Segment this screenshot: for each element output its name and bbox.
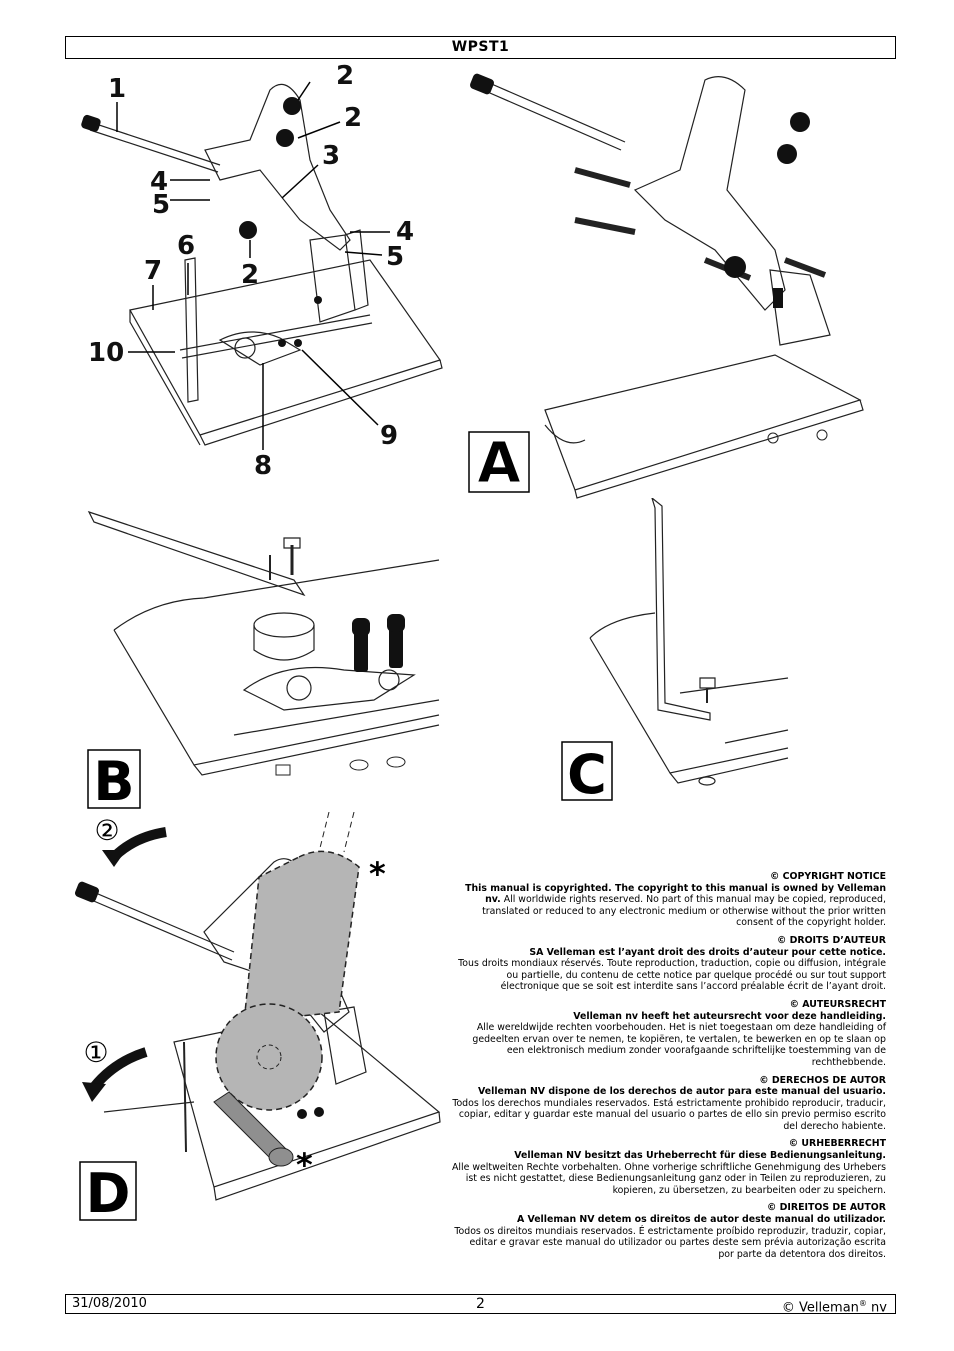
copyright-section-de: © URHEBERRECHT Velleman NV besitzt das U… xyxy=(452,1138,886,1196)
exploded-view-figure: 1 2 2 3 4 5 2 4 5 6 7 10 8 9 xyxy=(81,61,443,480)
part-label-3: 3 xyxy=(322,141,340,171)
part-label-5b: 5 xyxy=(386,242,404,272)
part-label-10: 10 xyxy=(88,338,124,368)
copyright-section-nl: © AUTEURSRECHT Velleman nv heeft het aut… xyxy=(452,999,886,1069)
figure-c-letter: C xyxy=(567,743,607,803)
section-text: Alle weltweiten Rechte vorbehalten. Ohne… xyxy=(452,1161,887,1196)
step-1-marker: ① xyxy=(83,1036,108,1069)
base-plate xyxy=(544,354,862,491)
section-subheading: A Velleman NV detem os direitos de autor… xyxy=(516,1214,886,1226)
figure-a-letter: A xyxy=(477,431,521,496)
copyright-section-en: © COPYRIGHT NOTICE This manual is copyri… xyxy=(452,871,886,929)
part-label-4b: 4 xyxy=(396,217,414,247)
part-label-2c: 2 xyxy=(241,260,259,290)
section-text: Todos los derechos mundiales reservados.… xyxy=(452,1097,886,1132)
section-heading: © DIREITOS DE AUTOR xyxy=(766,1202,886,1214)
section-subheading: Velleman NV besitzt das Urheberrecht für… xyxy=(514,1150,886,1162)
registered-mark: ® xyxy=(858,1299,867,1308)
cutting-disc xyxy=(215,1003,323,1111)
pillar xyxy=(769,269,831,346)
section-text: All worldwide rights reserved. No part o… xyxy=(482,894,886,929)
fence xyxy=(184,257,199,403)
part-label-4a: 4 xyxy=(150,167,168,197)
page-header: WPST1 xyxy=(65,36,896,59)
section-text: Todos os direitos mundiais reservados. É… xyxy=(454,1225,886,1260)
part-label-6: 6 xyxy=(177,231,195,261)
section-heading: © COPYRIGHT NOTICE xyxy=(769,871,886,882)
footer-brand: © Velleman® nv xyxy=(782,1295,887,1317)
asterisk-bottom: * xyxy=(296,1146,313,1184)
section-heading: © DROITS D’AUTEUR xyxy=(776,934,886,946)
copyright-notices: © COPYRIGHT NOTICE This manual is copyri… xyxy=(452,871,886,1266)
figure-d-letter: D xyxy=(86,1162,131,1224)
part-label-8: 8 xyxy=(254,451,272,480)
part-label-2a: 2 xyxy=(336,61,354,91)
section-heading: © DERECHOS DE AUTOR xyxy=(759,1074,886,1086)
pillar xyxy=(309,234,356,323)
figure-c: C xyxy=(561,498,789,803)
section-text: Tous droits mondiaux réservés. Toute rep… xyxy=(458,958,886,993)
copyright-section-pt: © DIREITOS DE AUTOR A Velleman NV detem … xyxy=(452,1202,886,1260)
header-title: WPST1 xyxy=(451,39,510,55)
figure-a: A xyxy=(468,73,864,499)
page-number: 2 xyxy=(476,1296,485,1312)
figure-b-letter: B xyxy=(93,750,134,810)
base-plate xyxy=(129,259,441,436)
asterisk-top: * xyxy=(369,855,386,893)
part-label-9: 9 xyxy=(380,421,398,451)
section-heading: © URHEBERRECHT xyxy=(788,1138,886,1150)
angle-grinder-body xyxy=(243,850,360,1023)
footer-date: 31/08/2010 xyxy=(72,1296,147,1311)
fence xyxy=(651,498,711,721)
figure-d: ② ① * * D xyxy=(75,812,441,1224)
page-footer: 31/08/2010 2 © Velleman® nv xyxy=(65,1294,896,1317)
brand-suffix: nv xyxy=(866,1300,887,1316)
base-plate xyxy=(113,559,440,631)
copyright-section-es: © DERECHOS DE AUTOR Velleman NV dispone … xyxy=(452,1075,886,1133)
section-heading: © AUTEURSRECHT xyxy=(789,998,886,1010)
arm-bracket xyxy=(204,83,351,251)
brand-name: © Velleman xyxy=(781,1300,859,1316)
copyright-section-fr: © DROITS D’AUTEUR SA Velleman est l’ayan… xyxy=(452,935,886,993)
part-label-1: 1 xyxy=(108,74,126,104)
section-subheading: Velleman nv heeft het auteursrecht voor … xyxy=(573,1010,886,1022)
part-label-7: 7 xyxy=(144,256,162,286)
figure-b: B xyxy=(87,510,440,810)
handle-rod xyxy=(89,121,221,166)
section-subheading: SA Velleman est l’ayant droit des droits… xyxy=(529,946,886,958)
part-label-2b: 2 xyxy=(344,103,362,133)
rotation-arrow-1 xyxy=(90,1047,148,1091)
section-text: Alle wereldwijde rechten voorbehouden. H… xyxy=(472,1022,886,1068)
step-2-marker: ② xyxy=(94,814,119,847)
section-subheading: Velleman NV dispone de los derechos de a… xyxy=(478,1086,886,1098)
part-label-5a: 5 xyxy=(152,190,170,220)
section-subheading: This manual is copyrighted. The copyrigh… xyxy=(465,882,886,906)
arm-bracket xyxy=(633,76,786,311)
